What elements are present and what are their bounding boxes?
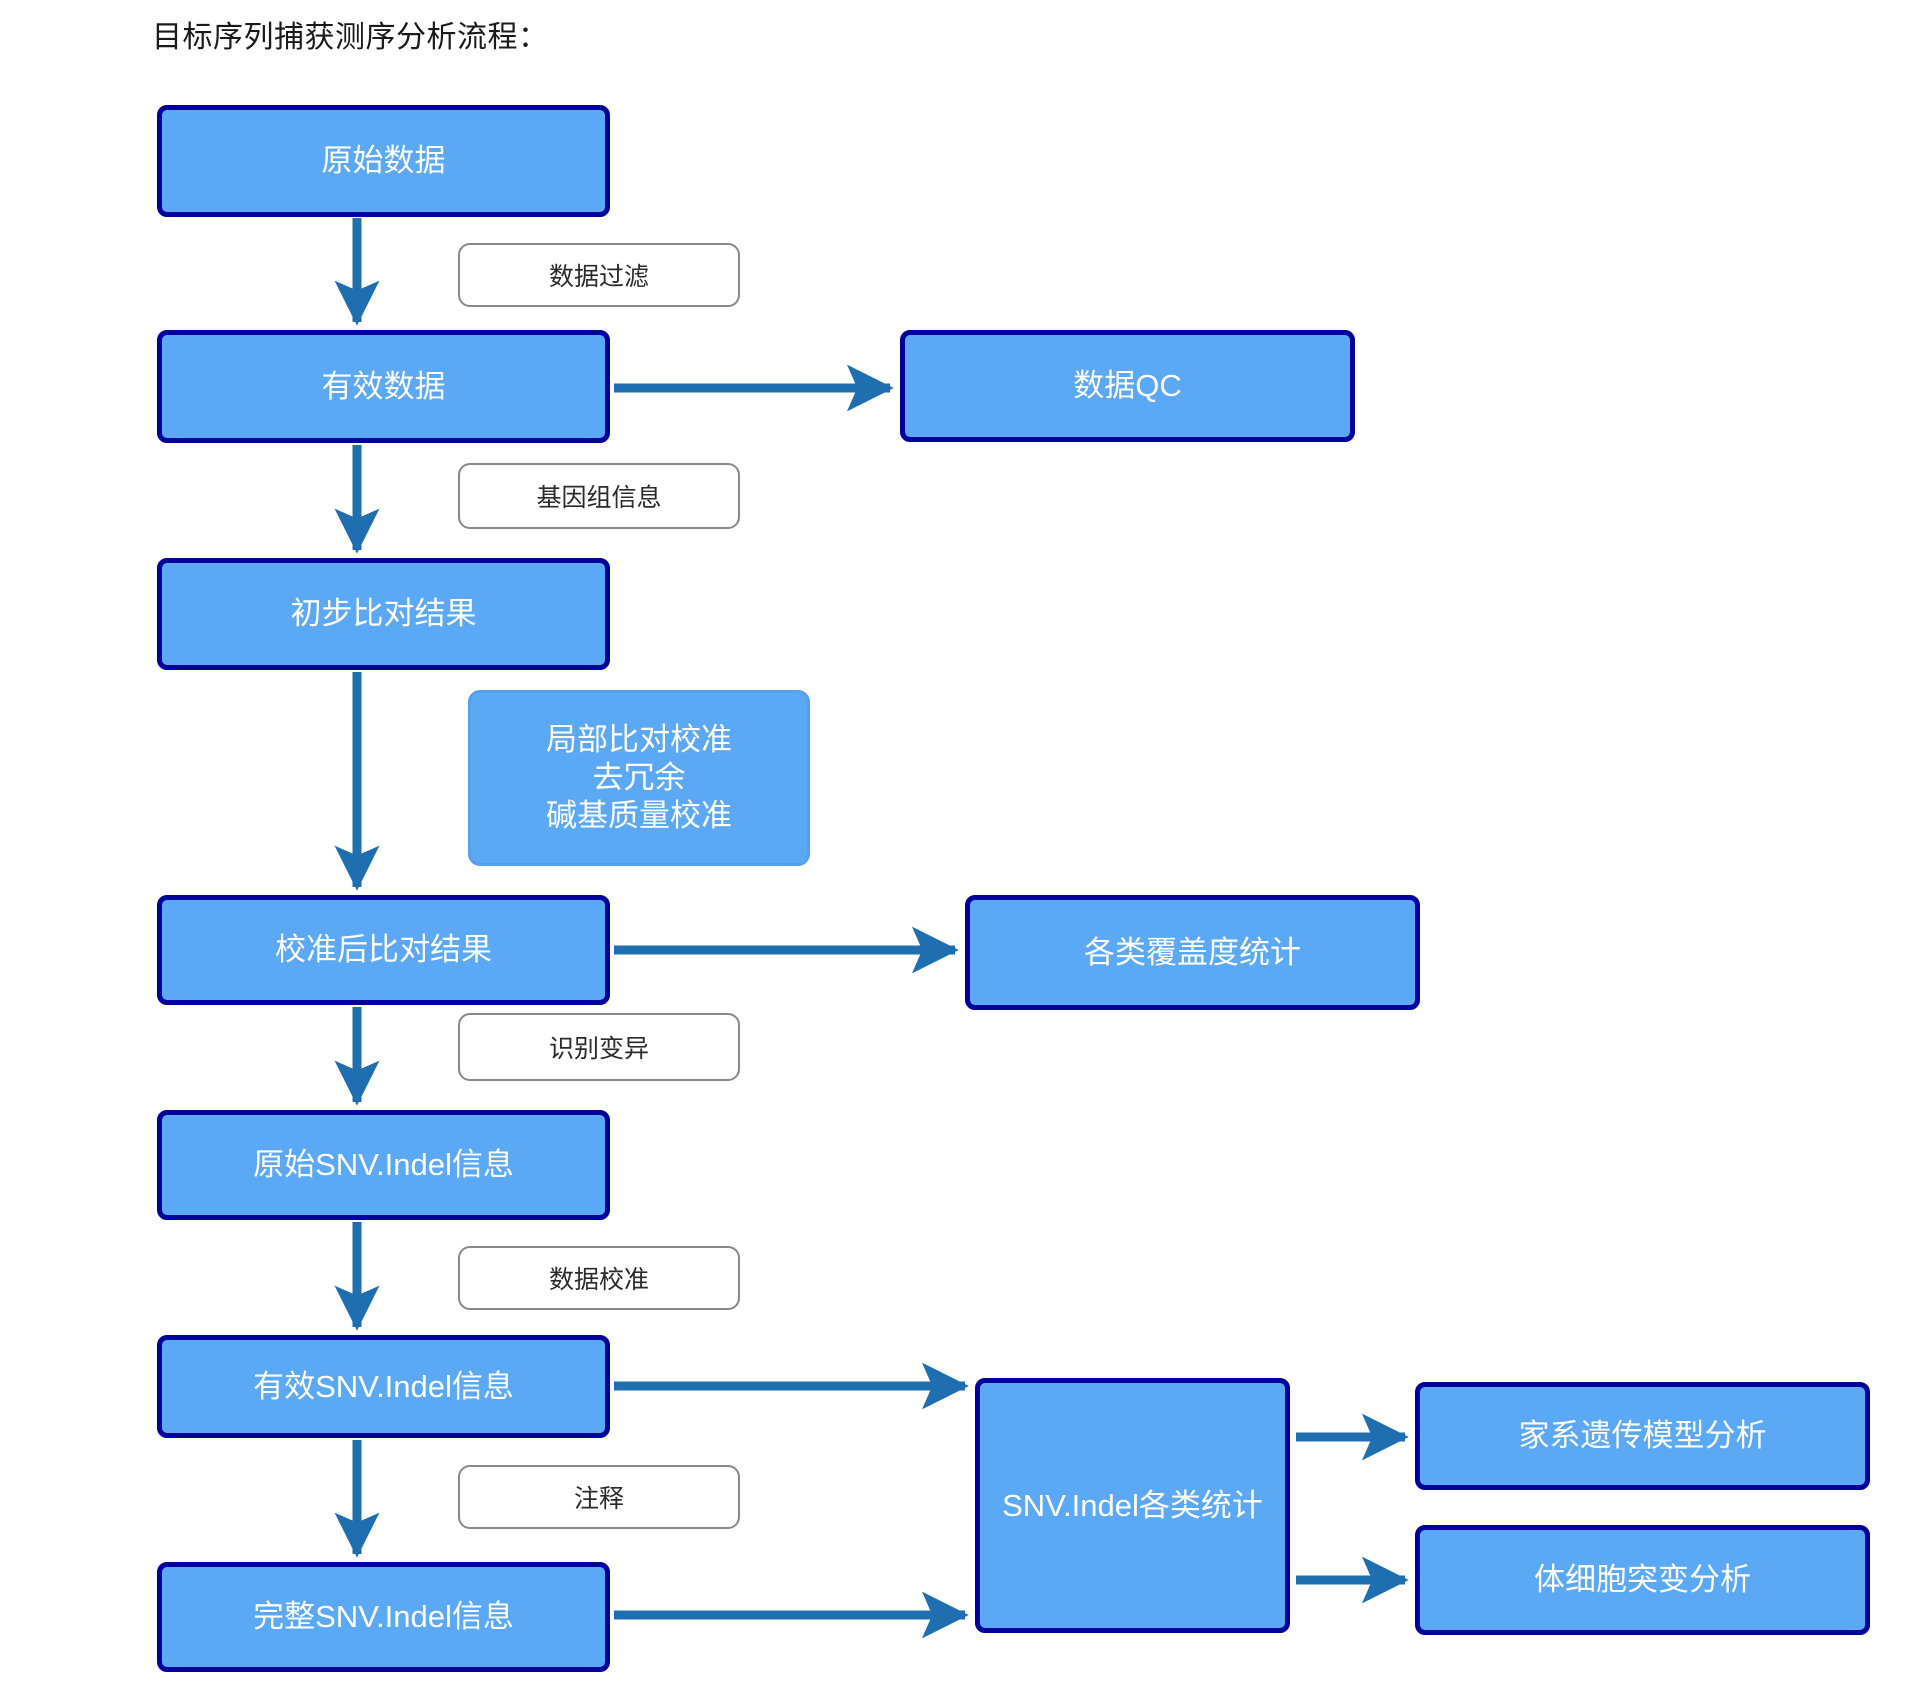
node-calibrated-alignment-label: 校准后比对结果	[275, 932, 492, 968]
node-data-qc-label: 数据QC	[1073, 368, 1182, 404]
node-data-qc[interactable]: 数据QC	[900, 330, 1355, 442]
node-realignment-block[interactable]: 局部比对校准 去冗余 碱基质量校准	[468, 690, 810, 866]
node-pedigree-analysis[interactable]: 家系遗传模型分析	[1415, 1382, 1870, 1490]
node-raw-snv-indel-label: 原始SNV.Indel信息	[253, 1147, 514, 1183]
edge-label-variant-calling[interactable]: 识别变异	[458, 1013, 740, 1081]
node-realignment-line-1: 局部比对校准	[546, 722, 732, 758]
node-somatic-analysis[interactable]: 体细胞突变分析	[1415, 1525, 1870, 1635]
node-raw-data-label: 原始数据	[321, 143, 446, 179]
node-valid-snv-indel[interactable]: 有效SNV.Indel信息	[157, 1335, 610, 1438]
node-complete-snv-indel-label: 完整SNV.Indel信息	[253, 1599, 514, 1635]
edge-label-data-filter-text: 数据过滤	[548, 263, 649, 291]
node-raw-snv-indel[interactable]: 原始SNV.Indel信息	[157, 1110, 610, 1220]
edge-label-annotation[interactable]: 注释	[458, 1465, 740, 1529]
node-complete-snv-indel[interactable]: 完整SNV.Indel信息	[157, 1562, 610, 1672]
page-title: 目标序列捕获测序分析流程：	[152, 21, 549, 54]
node-valid-data[interactable]: 有效数据	[157, 330, 610, 443]
node-snv-indel-stats-label: SNV.Indel各类统计	[1002, 1487, 1263, 1523]
node-valid-snv-indel-label: 有效SNV.Indel信息	[253, 1368, 514, 1404]
node-calibrated-alignment[interactable]: 校准后比对结果	[157, 895, 610, 1005]
edge-label-data-filter[interactable]: 数据过滤	[458, 243, 740, 307]
edge-label-annotation-text: 注释	[573, 1485, 624, 1513]
node-initial-alignment-label: 初步比对结果	[290, 596, 477, 632]
node-realignment-line-3: 碱基质量校准	[546, 797, 732, 833]
node-pedigree-analysis-label: 家系遗传模型分析	[1518, 1418, 1767, 1454]
edge-label-genome-info-text: 基因组信息	[536, 484, 662, 512]
node-coverage-stats-label: 各类覆盖度统计	[1084, 934, 1301, 970]
node-valid-data-label: 有效数据	[321, 368, 446, 404]
node-raw-data[interactable]: 原始数据	[157, 105, 610, 217]
node-snv-indel-stats[interactable]: SNV.Indel各类统计	[975, 1378, 1290, 1633]
node-initial-alignment[interactable]: 初步比对结果	[157, 558, 610, 670]
edge-label-data-calibration[interactable]: 数据校准	[458, 1246, 740, 1310]
edge-label-genome-info[interactable]: 基因组信息	[458, 463, 740, 529]
node-somatic-analysis-label: 体细胞突变分析	[1534, 1562, 1751, 1598]
node-realignment-line-2: 去冗余	[592, 760, 686, 796]
node-coverage-stats[interactable]: 各类覆盖度统计	[965, 895, 1420, 1010]
edge-label-data-calibration-text: 数据校准	[548, 1266, 649, 1294]
edge-label-variant-calling-text: 识别变异	[548, 1035, 649, 1063]
